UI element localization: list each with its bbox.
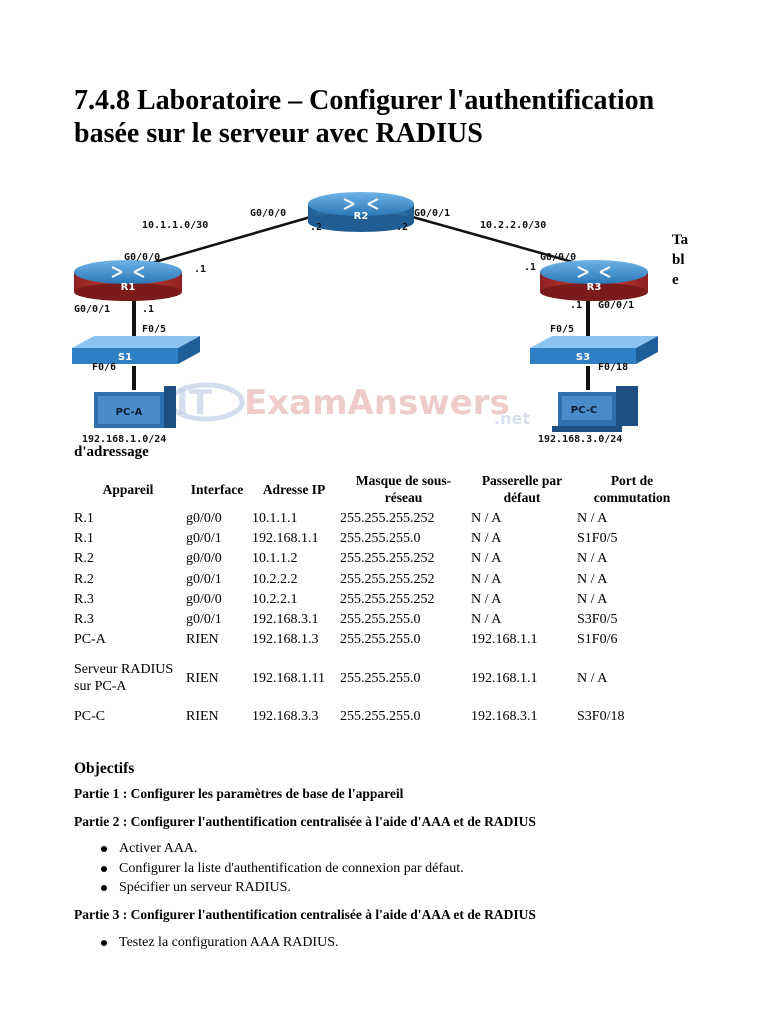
router-r1: R1 — [74, 260, 182, 301]
list-item: Spécifier un serveur RADIUS. — [99, 878, 464, 898]
host-id-r1-g000: .1 — [194, 264, 206, 275]
iface-s1-f05: F0/5 — [142, 324, 166, 335]
objective-part-3: Partie 3 : Configurer l'authentification… — [74, 907, 536, 922]
host-id-r1-g001: .1 — [142, 304, 154, 315]
part-2-list: Activer AAA. Configurer la liste d'authe… — [99, 839, 464, 898]
watermark-examanswers: ExamAnswers — [244, 383, 510, 423]
header-masque: Masque de sous-réseau — [355, 473, 452, 505]
iface-r3-g000: G0/0/0 — [540, 252, 576, 263]
host-id-r2-left: .2 — [310, 222, 322, 233]
host-id-r3-g001: .1 — [570, 300, 582, 311]
iface-r2-g001: G0/0/1 — [414, 208, 450, 219]
router-r2: R2 — [308, 192, 414, 232]
iface-s3-f018: F0/18 — [598, 362, 628, 373]
header-appareil: Appareil — [102, 481, 154, 497]
host-id-r2-right: .2 — [396, 222, 408, 233]
table-label-rest: d'adressage — [74, 444, 149, 460]
document-title: 7.4.8 Laboratoire – Configurer l'authent… — [74, 85, 655, 149]
network-label-192-168-1-0: 192.168.1.0/24 — [82, 434, 166, 445]
switch-s3: S3 — [530, 336, 658, 364]
watermark-net: .net — [494, 409, 530, 428]
objective-part-1: Partie 1 : Configurer les paramètres de … — [74, 786, 404, 801]
iface-r1-g000: G0/0/0 — [124, 252, 160, 263]
switch-s1-label: S1 — [118, 352, 132, 363]
pc-a-label: PC-A — [116, 407, 143, 418]
network-label-192-168-3-0: 192.168.3.0/24 — [538, 434, 622, 445]
iface-r1-g001: G0/0/1 — [74, 304, 110, 315]
objectives-heading: Objectifs — [74, 760, 135, 777]
router-r1-label: R1 — [121, 282, 136, 293]
addressing-table: Appareil Interface Adresse IP Masque de … — [72, 470, 689, 726]
list-item: Activer AAA. — [99, 839, 464, 859]
host-id-r3-g000: .1 — [524, 262, 536, 273]
pc-c: PC-C — [552, 386, 638, 432]
list-item: Configurer la liste d'authentification d… — [99, 859, 464, 879]
router-r2-label: R2 — [354, 211, 369, 222]
router-r3-label: R3 — [587, 282, 602, 293]
pc-a: PC-A — [94, 386, 176, 428]
header-port: Port de commutation — [593, 473, 671, 505]
watermark-it: IT — [176, 383, 213, 423]
switch-s1: S1 — [72, 336, 200, 364]
iface-s1-f06: F0/6 — [92, 362, 116, 373]
list-item: Testez la configuration AAA RADIUS. — [99, 933, 338, 953]
table-header-row: Appareil Interface Adresse IP Masque de … — [72, 470, 689, 508]
objective-part-2: Partie 2 : Configurer l'authentification… — [74, 814, 536, 829]
switch-s3-label: S3 — [576, 352, 590, 363]
network-label-10-2-2-0: 10.2.2.0/30 — [480, 220, 546, 231]
network-label-10-1-1-0: 10.1.1.0/30 — [142, 220, 208, 231]
iface-s3-f05: F0/5 — [550, 324, 574, 335]
watermark: IT ExamAnswers .net — [167, 382, 530, 428]
iface-r3-g001: G0/0/1 — [598, 300, 634, 311]
part-3-list: Testez la configuration AAA RADIUS. — [99, 933, 338, 953]
iface-r2-g000: G0/0/0 — [250, 208, 286, 219]
header-passerelle: Passerelle par défaut — [481, 473, 563, 505]
header-adresse-ip: Adresse IP — [262, 481, 326, 497]
router-r3: R3 — [540, 260, 648, 301]
table-label-side: Ta bl e — [672, 232, 689, 288]
header-interface: Interface — [190, 481, 244, 497]
pc-c-label: PC-C — [571, 405, 597, 416]
network-topology-diagram: IT ExamAnswers .net R2 R1 R3 S1 — [72, 192, 658, 445]
